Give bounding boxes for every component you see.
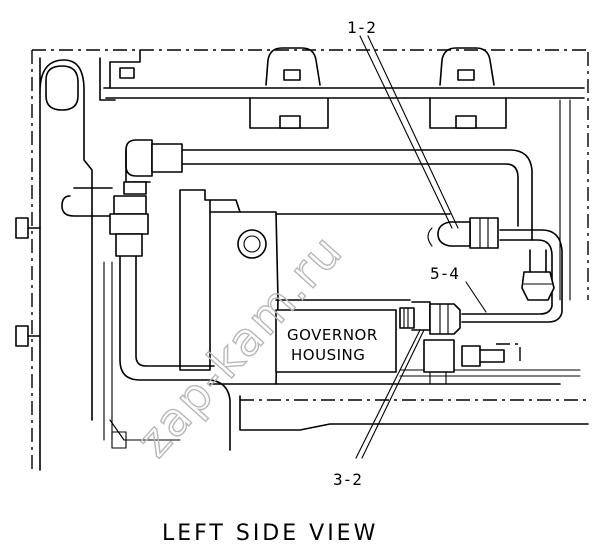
governor-label-line1: GOVERNOR: [287, 326, 378, 344]
callout-leaders: [355, 35, 487, 459]
callout-3-2-label: 3-2: [333, 470, 362, 489]
upper-tube: [123, 139, 533, 241]
fuel-line-tube: [399, 217, 563, 335]
right-elbow-fitting: [521, 249, 555, 301]
lower-right-fittings: [423, 339, 521, 385]
callout-1-2-label: 1-2: [347, 18, 376, 37]
engine-block-outline: [15, 49, 140, 471]
governor-label-line2: HOUSING: [291, 346, 365, 364]
governor-housing-body: [179, 189, 589, 431]
view-title: LEFT SIDE VIEW: [162, 521, 378, 546]
left-fitting-stack: [61, 187, 231, 451]
callout-5-4-label: 5-4: [430, 264, 459, 283]
cylinder-head: [103, 47, 590, 301]
